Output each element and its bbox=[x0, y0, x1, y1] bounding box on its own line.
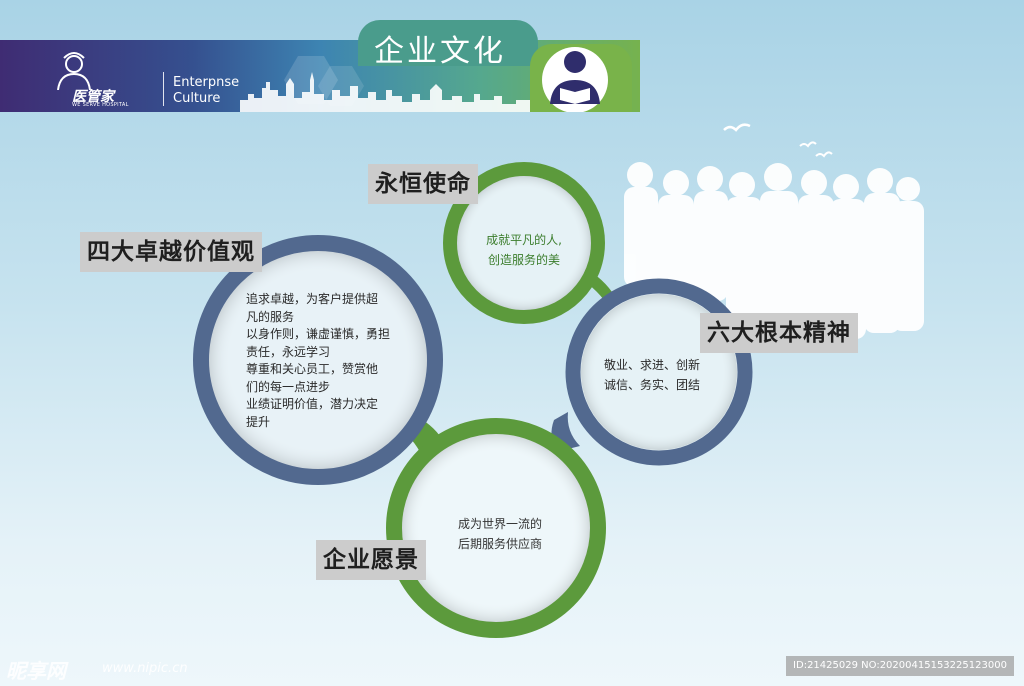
label-spirit: 六大根本精神 bbox=[700, 313, 858, 353]
values-line: 提升 bbox=[246, 414, 271, 429]
label-values: 四大卓越价值观 bbox=[80, 232, 262, 272]
english-title-line2: Culture bbox=[173, 91, 221, 106]
values-line: 凡的服务 bbox=[246, 309, 295, 324]
page-title: 企业文化 bbox=[374, 34, 506, 69]
logo[interactable] bbox=[48, 46, 158, 110]
title-tab bbox=[358, 20, 538, 66]
spirit-line: 敬业、求进、创新 bbox=[604, 358, 701, 372]
hexagon-decoration bbox=[284, 56, 364, 106]
values-line: 尊重和关心员工，赞赏他 bbox=[246, 362, 379, 376]
logo-text: 医管家 bbox=[72, 89, 114, 105]
icon-tab bbox=[530, 44, 632, 113]
birds-decoration bbox=[723, 123, 833, 158]
mission-text: 成就平凡的人, 创造服务的美 bbox=[464, 230, 584, 270]
skyline-decoration bbox=[240, 72, 560, 112]
vision-line: 成为世界一流的 bbox=[457, 517, 542, 531]
values-text: 追求卓越，为客户提供超 凡的服务 以身作则，谦虚谨慎，勇担 责任，永远学习 尊重… bbox=[246, 291, 416, 431]
vision-line: 后期服务供应商 bbox=[457, 537, 542, 551]
crowd-silhouette bbox=[624, 162, 924, 339]
header-divider bbox=[163, 72, 164, 106]
logo-subtitle: WE SERVE HOSPITAL bbox=[72, 102, 129, 108]
values-line: 们的每一点进步 bbox=[246, 379, 331, 394]
values-line: 追求卓越，为客户提供超 bbox=[246, 292, 379, 306]
mission-line: 创造服务的美 bbox=[487, 253, 560, 267]
watermark-id: ID:21425029 NO:20200415153225123000 bbox=[786, 656, 1014, 676]
values-line: 责任，永远学习 bbox=[246, 344, 331, 359]
reader-person-icon bbox=[542, 47, 608, 113]
watermark-site: 昵享网 bbox=[6, 659, 66, 683]
vision-text: 成为世界一流的 后期服务供应商 bbox=[444, 514, 556, 554]
spirit-text: 敬业、求进、创新 诚信、务实、团结 bbox=[604, 355, 724, 395]
values-line: 以身作则，谦虚谨慎，勇担 bbox=[246, 327, 391, 341]
label-vision: 企业愿景 bbox=[316, 540, 426, 580]
label-mission: 永恒使命 bbox=[368, 164, 478, 204]
spirit-line: 诚信、务实、团结 bbox=[604, 378, 701, 392]
english-title-line1: Enterpnse bbox=[173, 75, 240, 90]
watermark-url: www.nipic.cn bbox=[102, 661, 188, 676]
nurse-logo-icon bbox=[57, 52, 91, 90]
values-line: 业绩证明价值，潜力决定 bbox=[246, 397, 379, 411]
mission-line: 成就平凡的人, bbox=[486, 233, 562, 247]
